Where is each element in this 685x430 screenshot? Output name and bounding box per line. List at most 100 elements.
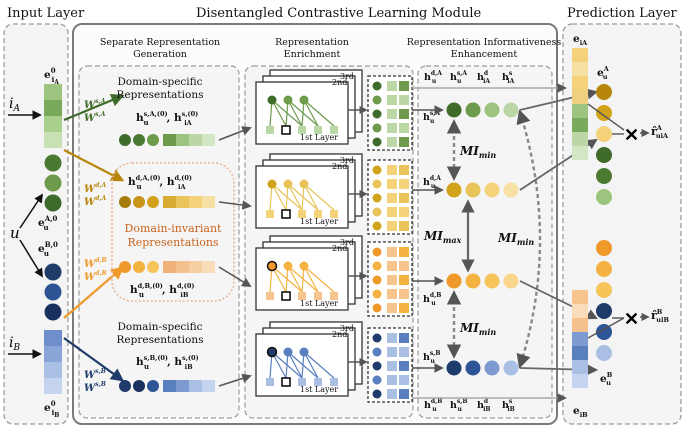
- pred-b-times: ✕: [624, 309, 639, 330]
- output-node: [372, 95, 382, 105]
- graph-item-node: [314, 378, 322, 386]
- graph-node: [283, 347, 293, 357]
- output-item: [399, 137, 409, 147]
- input-to-wsb-arrow: [63, 337, 125, 382]
- graph-item-node: [266, 126, 274, 134]
- sa-to-enrich-arrow: [218, 126, 252, 141]
- output-node: [372, 347, 382, 357]
- pred-a-times: ✕: [624, 125, 639, 146]
- output-item: [387, 109, 397, 119]
- graph-node: [299, 95, 309, 105]
- domain-specific-b-1: Domain-specific: [117, 321, 202, 333]
- graph-node: [267, 95, 277, 105]
- output-node: [372, 333, 382, 343]
- graph-edge: [303, 351, 319, 379]
- enrichment-title-1: Representation: [275, 37, 349, 48]
- input-to-wda-arrow: [63, 149, 125, 182]
- graph-node: [299, 261, 309, 271]
- output-item: [399, 389, 409, 399]
- graph-edge: [303, 265, 335, 293]
- output-node: [372, 221, 382, 231]
- h-sb-vector: [119, 380, 215, 392]
- layer-2nd-label: 2nd: [332, 244, 347, 253]
- user-to-a-arrow: [19, 193, 43, 229]
- enhancement-title-2: Enhancement: [451, 49, 518, 60]
- layer-1st-label: 1st Layer: [300, 385, 338, 394]
- output-item: [399, 303, 409, 313]
- pred-item-b: [572, 290, 588, 388]
- graph-edge: [287, 351, 303, 379]
- graph-node: [299, 179, 309, 189]
- graph-edge: [271, 183, 287, 211]
- output-item: [399, 221, 409, 231]
- graph-item-node: [298, 378, 306, 386]
- pred-a-line-1: [587, 103, 625, 131]
- graph-edge: [287, 183, 303, 211]
- graph-item-node: [314, 292, 322, 300]
- graph-edge: [303, 265, 319, 293]
- output-item: [399, 165, 409, 175]
- graph-item-node: [266, 292, 274, 300]
- output-item: [387, 123, 397, 133]
- output-item: [399, 275, 409, 285]
- item-a-label: iA: [9, 96, 20, 114]
- layer-1st-label: 1st Layer: [300, 299, 338, 308]
- graph-item-node: [281, 377, 291, 387]
- graph-node: [283, 261, 293, 271]
- separate-title-2: Generation: [133, 49, 187, 60]
- output-item: [387, 261, 397, 271]
- prediction-layer-title: Prediction Layer: [567, 6, 678, 21]
- graph-item-node: [314, 126, 322, 134]
- separate-title-1: Separate Representation: [100, 37, 220, 48]
- input-to-wsa-arrow: [63, 93, 125, 122]
- graph-edge: [303, 183, 335, 211]
- output-item: [387, 333, 397, 343]
- graph-item-node: [314, 210, 322, 218]
- graph-item-node: [266, 210, 274, 218]
- da-to-enrich-arrow: [218, 200, 252, 210]
- output-item: [387, 179, 397, 189]
- layer-1st-label: 1st Layer: [300, 133, 338, 142]
- output-item: [387, 361, 397, 371]
- graph-edge: [303, 183, 319, 211]
- output-item: [387, 165, 397, 175]
- graph-item-node: [266, 378, 274, 386]
- module-title: Disentangled Contrastive Learning Module: [196, 6, 481, 21]
- user-a-embedding: [44, 154, 62, 212]
- graph-node: [283, 95, 293, 105]
- output-item: [387, 347, 397, 357]
- output-node: [372, 389, 382, 399]
- output-item: [387, 207, 397, 217]
- user-b-embedding: [44, 263, 62, 321]
- graph-node: [266, 346, 278, 358]
- graph-item-node: [281, 209, 291, 219]
- graph-edge: [271, 99, 287, 127]
- output-node: [372, 289, 382, 299]
- output-node: [372, 165, 382, 175]
- output-node: [372, 179, 382, 189]
- output-node: [372, 247, 382, 257]
- layer-3rd-label: 3rd: [340, 324, 354, 333]
- graph-edge: [303, 99, 335, 127]
- domain-invariant-box: [111, 162, 235, 302]
- graph-item-node: [330, 126, 338, 134]
- output-node: [372, 275, 382, 285]
- graph-item-node: [281, 291, 291, 301]
- output-item: [399, 95, 409, 105]
- db-enhanced-vector: [446, 273, 519, 289]
- enrichment-title-2: Enrichment: [284, 49, 341, 60]
- db-to-enrich-arrow: [218, 266, 252, 288]
- h-da-vector: [119, 196, 215, 208]
- output-node: [372, 375, 382, 385]
- sa-enhanced-vector: [446, 102, 519, 118]
- item-b-embedding: [44, 330, 62, 394]
- output-item: [399, 347, 409, 357]
- graph-item-node: [330, 210, 338, 218]
